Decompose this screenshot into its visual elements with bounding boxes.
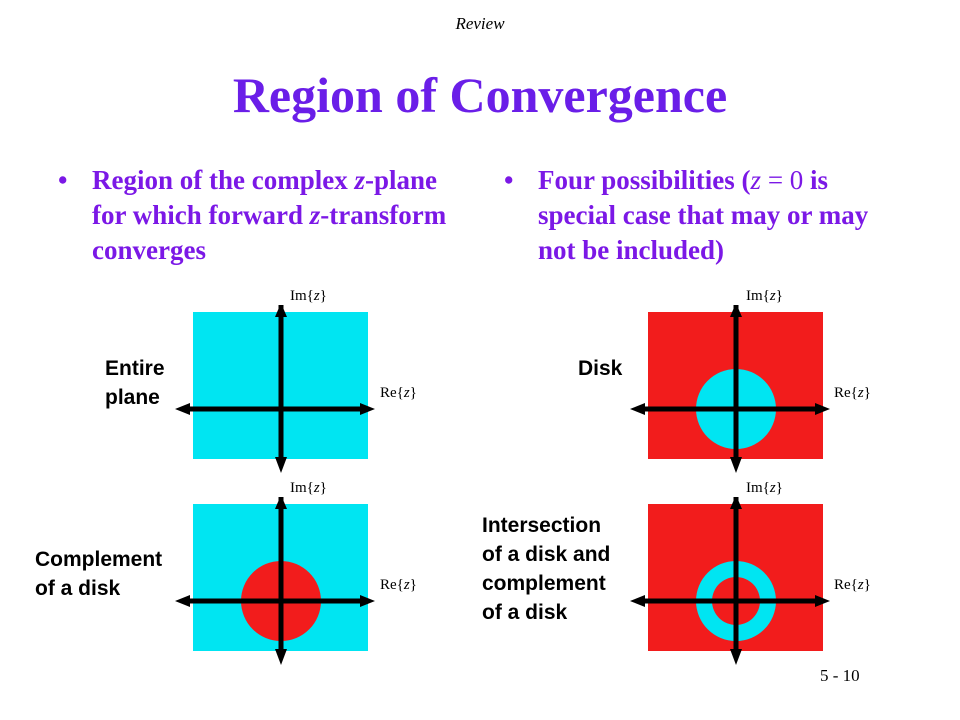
axis-arrow	[360, 595, 375, 607]
axis-arrow	[275, 649, 287, 665]
bullet-dot: •	[58, 165, 68, 195]
axis-arrow	[175, 595, 190, 607]
axis-arrow	[815, 595, 830, 607]
disk-label: Disk	[578, 357, 623, 380]
axis-arrow	[730, 497, 742, 509]
axis-arrow	[275, 305, 287, 317]
axis-arrow	[630, 403, 645, 415]
re-axis-label: Re{z}	[834, 385, 871, 401]
axes	[187, 497, 360, 649]
axes	[187, 305, 360, 457]
bullet-left: • Region of the complex z-plane for whic…	[58, 163, 464, 268]
axis-arrow	[175, 403, 190, 415]
axis-arrow	[730, 305, 742, 317]
axis-arrow	[815, 403, 830, 415]
re-axis-label: Re{z}	[380, 577, 417, 593]
axes	[642, 497, 815, 649]
bullet-text: is special case that may or may not be i…	[538, 165, 869, 265]
axis-arrow	[730, 649, 742, 665]
bullet-var: z	[309, 200, 321, 230]
axis-arrow	[630, 595, 645, 607]
re-axis-label: Re{z}	[380, 385, 417, 401]
complement-plot	[175, 497, 375, 665]
intersection-label: Intersection of a disk and complement of…	[482, 514, 611, 624]
entire-plane-plot	[175, 305, 375, 473]
re-axis-label: Re{z}	[834, 577, 871, 593]
intersection-plot	[630, 497, 830, 665]
axis-arrow	[275, 497, 287, 509]
disk-plot	[630, 305, 830, 473]
bullet-text: Region of the complex	[92, 165, 355, 195]
page-number: 5 - 10	[820, 666, 860, 685]
bullet-text: -plane for which forward	[92, 165, 437, 230]
bullet-text: Four possibilities (	[538, 165, 751, 195]
bullet-dot: •	[504, 165, 514, 195]
axis-arrow	[360, 403, 375, 415]
bullet-var: z	[354, 165, 365, 195]
bullet-text: -transform converges	[92, 200, 447, 265]
bullet-right: • Four possibilities (z = 0 is special c…	[504, 163, 898, 268]
im-axis-label: Im{z}	[746, 480, 783, 496]
im-axis-label: Im{z}	[746, 288, 783, 304]
bullet-eq: = 0	[761, 165, 804, 195]
complement-label: Complement of a disk	[35, 548, 163, 600]
axis-arrow	[730, 457, 742, 473]
entire-plane-label: Entire plane	[105, 357, 165, 409]
im-axis-label: Im{z}	[290, 288, 327, 304]
bullet-var: z	[750, 165, 762, 195]
section-header: Review	[455, 14, 505, 33]
im-axis-label: Im{z}	[290, 480, 327, 496]
axis-arrow	[275, 457, 287, 473]
axes	[642, 305, 815, 457]
slide-title: Region of Convergence	[232, 67, 728, 123]
